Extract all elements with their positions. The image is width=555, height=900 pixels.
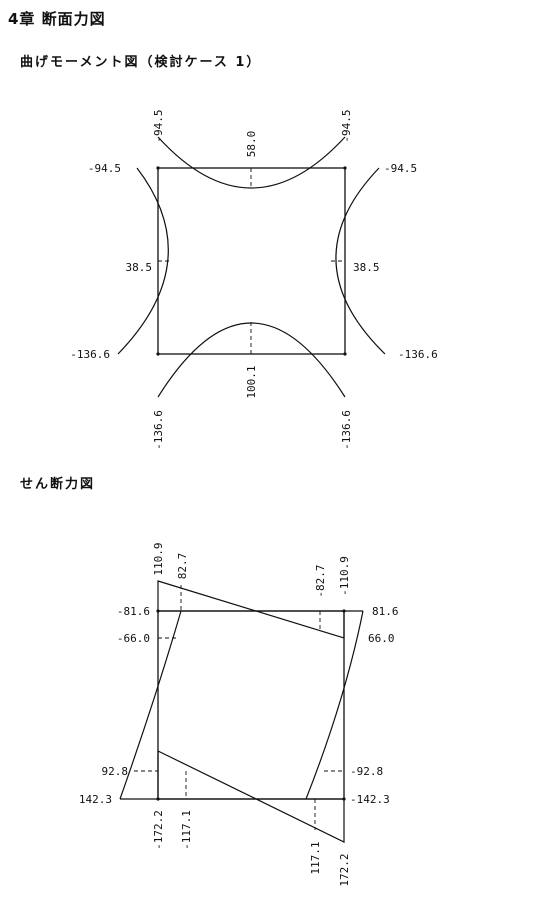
shear-label-top-left-inner: 82.7 (176, 553, 189, 580)
shear-diagram: 110.9 82.7 -82.7 -110.9 -81.6 81.6 -66.0… (79, 542, 399, 886)
moment-label-top-left-v: -94.5 (152, 109, 165, 142)
moment-label-top-mid: 58.0 (245, 131, 258, 158)
moment-label-top-right-h: -94.5 (384, 162, 417, 175)
node-dot (342, 797, 346, 801)
moment-frame (157, 167, 346, 355)
moment-curve-top (157, 136, 346, 189)
shear-frame (157, 610, 345, 800)
shear-label-top-right-h: 81.6 (372, 605, 399, 618)
shear-label-bottom-left-value: -172.2 (152, 810, 165, 850)
node-dot (156, 609, 160, 613)
moment-label-top-left-h: -94.5 (88, 162, 121, 175)
node-dot (156, 166, 160, 170)
moment-label-bottom-left-v: -136.6 (152, 410, 165, 450)
moment-diagram: -94.5 -94.5 -94.5 -94.5 58.0 38.5 38.5 -… (70, 109, 438, 449)
node-dot (343, 352, 347, 356)
moment-label-bottom-mid: 100.1 (245, 365, 258, 398)
moment-label-bottom-right-h: -136.6 (398, 348, 438, 361)
shear-label-top-right-inner: -82.7 (314, 564, 327, 597)
shear-label-lower-right-h: -92.8 (350, 765, 383, 778)
moment-label-right-mid: 38.5 (353, 261, 380, 274)
moment-curve-right (335, 167, 386, 355)
node-dot (343, 166, 347, 170)
shear-label-bottom-right-h: -142.3 (350, 793, 390, 806)
shear-left-member (119, 610, 182, 800)
moment-label-bottom-left-h: -136.6 (70, 348, 110, 361)
shear-label-bottom-right-inner: 117.1 (309, 841, 322, 874)
shear-label-upper-left-h: -66.0 (117, 632, 150, 645)
shear-label-top-left-value: 110.9 (152, 542, 165, 575)
node-dot (156, 797, 160, 801)
shear-label-bottom-right-value: 172.2 (338, 853, 351, 886)
moment-diagram-title: 曲げモーメント図（検討ケース 1） (20, 55, 262, 70)
node-dot (342, 609, 346, 613)
shear-label-top-left-h: -81.6 (117, 605, 150, 618)
moment-label-bottom-right-v: -136.6 (340, 410, 353, 450)
moment-label-left-mid: 38.5 (126, 261, 153, 274)
shear-label-bottom-left-h: 142.3 (79, 793, 112, 806)
shear-label-bottom-left-inner: -117.1 (180, 810, 193, 850)
shear-right-member (305, 610, 364, 800)
chapter-title: 4章 断面力図 (8, 10, 106, 28)
shear-label-top-right-value: -110.9 (338, 556, 351, 596)
moment-label-top-right-v: -94.5 (340, 109, 353, 142)
shear-label-upper-right-h: 66.0 (368, 632, 395, 645)
shear-diagram-title: せん断力図 (20, 477, 96, 492)
shear-label-lower-left-h: 92.8 (102, 765, 129, 778)
node-dot (156, 352, 160, 356)
